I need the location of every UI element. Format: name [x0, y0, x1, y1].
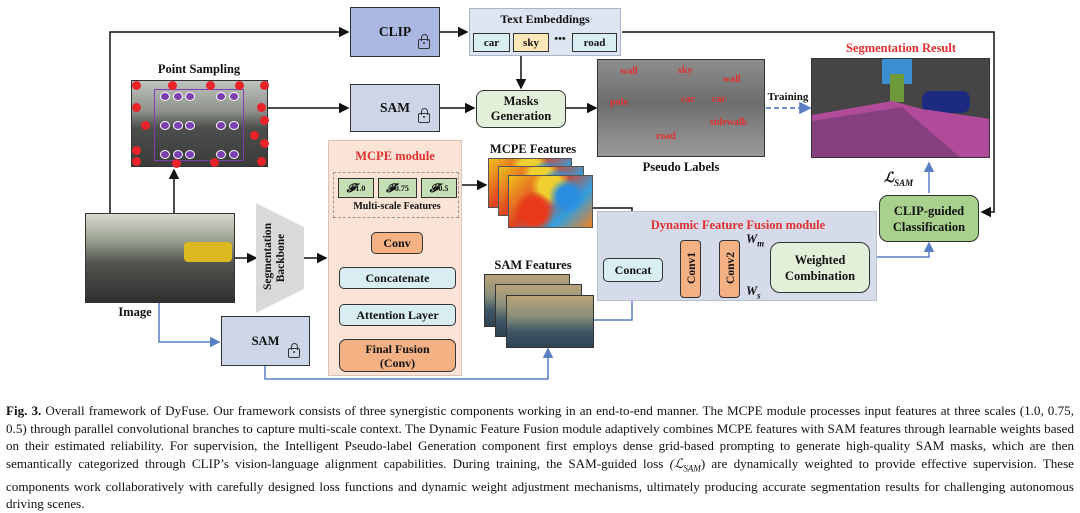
lock-icon	[418, 108, 430, 123]
conv1-box: Conv1	[680, 240, 701, 298]
conv2-box: Conv2	[719, 240, 740, 298]
sam-top-box: SAM	[350, 84, 440, 132]
segmentation-backbone	[256, 203, 304, 313]
conv-box: Conv	[371, 232, 423, 254]
weight-ws-label: Ws	[746, 284, 761, 301]
pseudo-tag: pole	[610, 97, 628, 108]
pseudo-labels-image: wall sky wall pole car car sidewalk road	[597, 59, 765, 157]
weighted-combination-box: Weighted Combination	[770, 242, 870, 293]
text-embeddings-panel: Text Embeddings car sky ••• road	[469, 8, 621, 56]
backbone-label: Segmentation Backbone	[262, 222, 287, 290]
segmentation-result-title: Segmentation Result	[845, 41, 957, 55]
car-shape	[184, 242, 232, 262]
dynamic-feature-fusion-panel: Dynamic Feature Fusion module Concat Con…	[597, 211, 877, 301]
pseudo-tag: wall	[723, 74, 741, 85]
token-sky: sky	[513, 33, 549, 52]
weight-wm-label: Wm	[746, 232, 765, 249]
pseudo-tag: car	[712, 94, 726, 105]
concat-box: Concat	[603, 258, 663, 282]
mcpe-feature-map-3	[508, 175, 593, 228]
pseudo-tag: wall	[620, 66, 638, 77]
token-ellipsis: •••	[554, 33, 566, 45]
road-region	[812, 101, 989, 157]
dff-module-title: Dynamic Feature Fusion module	[650, 218, 826, 232]
loss-sam-label: ℒSAM	[884, 171, 914, 188]
clip-guided-classification-box: CLIP-guided Classification	[879, 195, 979, 242]
pseudo-tag: sky	[678, 65, 693, 76]
lock-icon	[288, 343, 300, 358]
training-label: Training	[767, 91, 809, 103]
car-region	[922, 91, 970, 113]
figure-number: Fig. 3.	[6, 403, 42, 418]
point-sampling-title: Point Sampling	[157, 62, 241, 76]
concatenate-box: Concatenate	[339, 267, 456, 289]
sampling-grid-frame	[154, 89, 244, 161]
clip-encoder-box: CLIP	[350, 7, 440, 57]
vegetation-region	[890, 74, 904, 102]
input-image	[85, 213, 235, 303]
multiscale-features-label: Multi-scale Features	[353, 201, 441, 212]
image-label: Image	[118, 305, 152, 319]
masks-generation-box: Masks Generation	[476, 90, 566, 128]
pseudo-tag: road	[656, 131, 676, 142]
mcpe-module-title: MCPE module	[355, 149, 435, 163]
pseudo-tag: car	[681, 94, 695, 105]
arrow-image-to-clip	[109, 26, 350, 215]
point-sampling-image	[131, 80, 269, 168]
mcpe-features-title: MCPE Features	[489, 142, 577, 156]
pseudo-labels-title: Pseudo Labels	[642, 160, 720, 174]
figure-caption: Fig. 3. Overall framework of DyFuse. Our…	[6, 403, 1074, 512]
lock-icon	[418, 34, 430, 49]
sam-bottom-box: SAM	[221, 316, 310, 366]
sam-features-title: SAM Features	[494, 258, 572, 272]
text-embeddings-title: Text Embeddings	[500, 12, 590, 26]
attention-layer-box: Attention Layer	[339, 304, 456, 326]
segmentation-result-image	[811, 58, 990, 158]
final-fusion-box: Final Fusion (Conv)	[339, 339, 456, 372]
sam-feature-map-3	[506, 295, 594, 348]
token-car: car	[473, 33, 510, 52]
token-road: road	[572, 33, 617, 52]
pseudo-tag: sidewalk	[710, 117, 748, 128]
